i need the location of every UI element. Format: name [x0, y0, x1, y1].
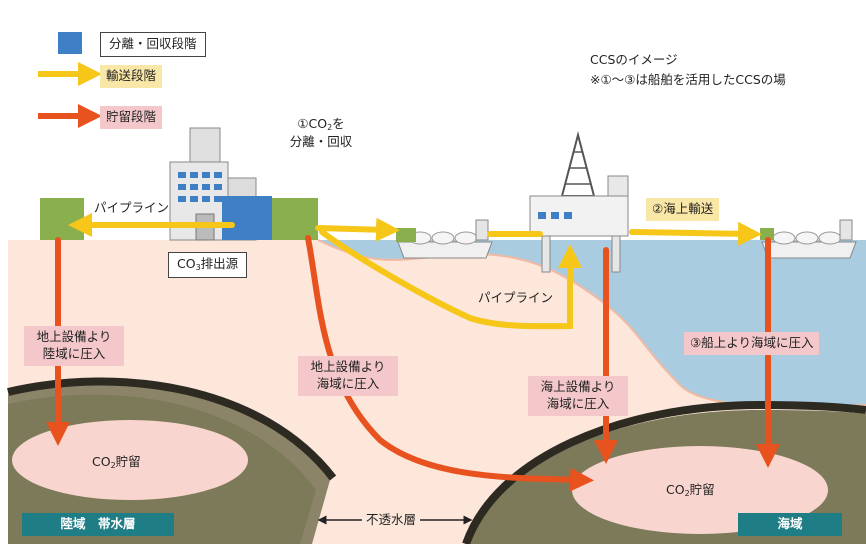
seabed-line: [317, 239, 866, 408]
step2-label: ②海上輸送: [646, 198, 720, 221]
diagram-note: ※①～③は船舶を活用したCCSの場: [590, 72, 786, 87]
land-to-sea-inject-label: 地上設備より海域に圧入: [298, 356, 398, 396]
pipeline-label-sea: パイプライン: [478, 290, 554, 305]
storage-right-label: CO2貯留: [666, 482, 715, 498]
sea: [318, 240, 866, 407]
caprock-label: 不透水層: [362, 512, 421, 529]
offshore-platform: [529, 131, 629, 273]
green-unit-right: [272, 198, 318, 240]
green-unit-left: [40, 198, 84, 240]
storage-left-label: CO2貯留: [92, 454, 141, 470]
sea-area-label: 海域: [738, 513, 842, 536]
storage-left-ellipse: [12, 420, 248, 500]
legend-transport-label: 輸送段階: [100, 65, 163, 88]
storage-right-ellipse: [572, 446, 828, 534]
ship-inject-label: ③船上より海域に圧入: [684, 332, 820, 355]
ship-left: [396, 219, 493, 259]
pipeline-label-left: パイプライン: [94, 200, 170, 215]
caprock-left-top: [7, 377, 337, 481]
separation-unit: [222, 196, 272, 240]
legend-separation-label: 分離・回収段階: [100, 32, 206, 57]
land-aquifer-label: 陸域 帯水層: [22, 513, 174, 536]
step1-label: ①CO2を 分離・回収: [289, 116, 353, 149]
legend-storage-label: 貯留段階: [100, 106, 163, 129]
land-inject-label: 地上設備より陸域に圧入: [24, 326, 124, 366]
legend-separation-swatch: [58, 32, 82, 54]
offshore-inject-label: 海上設備より海域に圧入: [528, 376, 628, 416]
diagram-title: CCSのイメージ: [590, 52, 678, 67]
caprock-right-top: [462, 400, 866, 544]
transport-arrows: [68, 213, 762, 330]
ship-right: [760, 219, 857, 259]
emission-source-label: CO3排出源: [168, 252, 248, 278]
